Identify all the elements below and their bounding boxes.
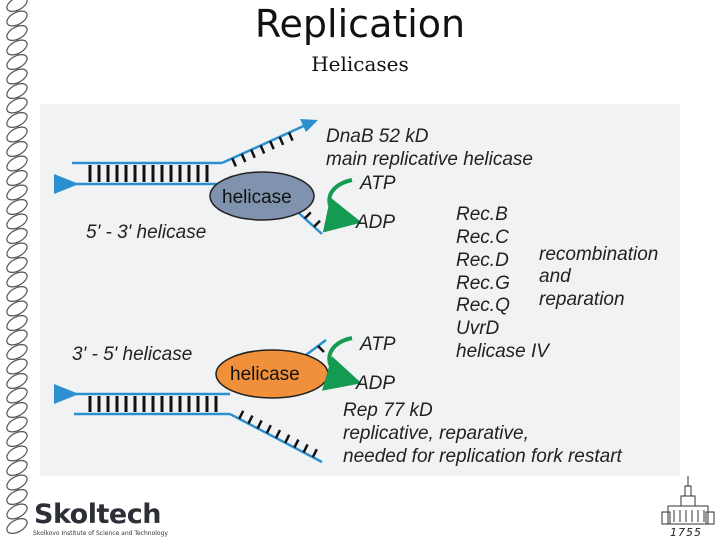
spiral-ring [6, 213, 28, 230]
spiral-ring [6, 184, 28, 201]
bottom-protein-description-line: replicative, reparative, [343, 423, 529, 444]
base-tick [303, 211, 312, 220]
base-tick [238, 410, 245, 420]
bottom-atp-label: ATP [359, 334, 396, 355]
spiral-ring [6, 300, 28, 317]
spiral-ring [6, 170, 28, 186]
spiral-ring [6, 112, 28, 128]
spiral-binding-decoration [6, 0, 28, 534]
top-helicase-enzyme [209, 171, 315, 221]
spiral-ring [6, 474, 28, 491]
top-separated-strand-upper [221, 122, 309, 165]
skoltech-logo [28, 498, 154, 540]
spiral-ring [6, 25, 28, 41]
spiral-ring [6, 271, 28, 288]
spiral-ring [6, 402, 28, 418]
top-strand-arrowhead [300, 119, 318, 132]
top-helicase-label: helicase [222, 187, 292, 208]
spiral-ring [6, 431, 28, 447]
base-tick [284, 434, 291, 444]
base-tick [231, 157, 237, 167]
spiral-ring [6, 286, 28, 302]
top-atp-hydrolysis-arrow [322, 178, 362, 233]
spiral-ring [6, 257, 28, 273]
spiral-ring [6, 242, 28, 259]
slide-subtitle: Helicases [311, 52, 409, 76]
protein-list-item: Rec.G [456, 273, 510, 294]
spiral-ring [6, 518, 28, 534]
protein-list-item: Rec.B [456, 204, 508, 225]
top-replication-fork: helicase [54, 119, 362, 235]
bottom-adp-label: ADP [355, 373, 395, 394]
spiral-ring [6, 373, 28, 389]
bottom-protein-name: Rep 77 kD [343, 400, 433, 421]
spiral-ring [6, 460, 28, 476]
spiral-ring [6, 315, 28, 331]
function-line: reparation [539, 289, 625, 310]
skoltech-logo-text: Skoltech [34, 499, 161, 530]
base-tick [317, 345, 325, 353]
function-line: recombination [539, 244, 658, 265]
base-tick [313, 219, 321, 228]
spiral-ring [6, 416, 28, 433]
base-tick [311, 448, 318, 458]
university-building-icon [661, 476, 715, 525]
spiral-ring [6, 39, 28, 56]
spiral-ring [6, 126, 28, 143]
spiral-ring [6, 10, 28, 27]
top-adp-label: ADP [355, 212, 395, 233]
skoltech-logo-subtext: Skolkovo Institute of Science and Techno… [33, 530, 168, 537]
base-tick [274, 429, 282, 439]
bottom-direction-label: 3' - 5' helicase [72, 344, 192, 365]
spiral-ring [6, 199, 28, 215]
base-tick [250, 149, 256, 159]
spiral-ring [6, 54, 28, 70]
protein-list-item: helicase IV [456, 341, 551, 362]
base-tick [269, 140, 275, 150]
spiral-ring [6, 503, 28, 520]
base-tick [256, 419, 263, 429]
protein-list-item: Rec.D [456, 250, 509, 271]
top-protein-description: main replicative helicase [326, 149, 533, 170]
base-tick [293, 439, 300, 449]
spiral-ring [6, 344, 28, 360]
protein-list-item: UvrD [456, 318, 500, 339]
spiral-ring [6, 97, 28, 114]
top-protein-name: DnaB 52 kD [326, 126, 429, 147]
spiral-ring [6, 141, 28, 157]
base-tick [278, 136, 285, 146]
base-tick [240, 153, 247, 163]
spiral-ring [6, 329, 28, 346]
top-direction-label: 5' - 3' helicase [86, 222, 206, 243]
spiral-ring [6, 228, 28, 244]
base-tick [287, 132, 294, 142]
helicase-protein-list: Rec.B Rec.C Rec.D Rec.G Rec.Q UvrD helic… [456, 204, 658, 362]
spiral-ring [6, 387, 28, 404]
spiral-ring [6, 155, 28, 172]
spiral-ring [6, 68, 28, 85]
spiral-ring [6, 358, 28, 375]
bottom-atp-hydrolysis-arrow [321, 336, 362, 391]
bottom-protein-description-line: needed for replication fork restart [343, 446, 623, 467]
protein-list-item: Rec.C [456, 227, 509, 248]
base-tick [259, 144, 266, 154]
base-tick [247, 415, 254, 425]
function-line: and [539, 266, 572, 287]
base-tick [265, 424, 272, 434]
bottom-helicase-label: helicase [230, 364, 300, 385]
spiral-ring [6, 445, 28, 462]
spiral-ring [6, 0, 28, 12]
slide-title: Replication [254, 2, 466, 46]
founding-year: 1755 [670, 526, 702, 539]
spiral-ring [6, 83, 28, 99]
base-tick [302, 443, 309, 453]
top-atp-label: ATP [359, 173, 396, 194]
spiral-ring [6, 489, 28, 505]
protein-list-item: Rec.Q [456, 295, 510, 316]
bottom-replication-fork: helicase [54, 336, 362, 464]
